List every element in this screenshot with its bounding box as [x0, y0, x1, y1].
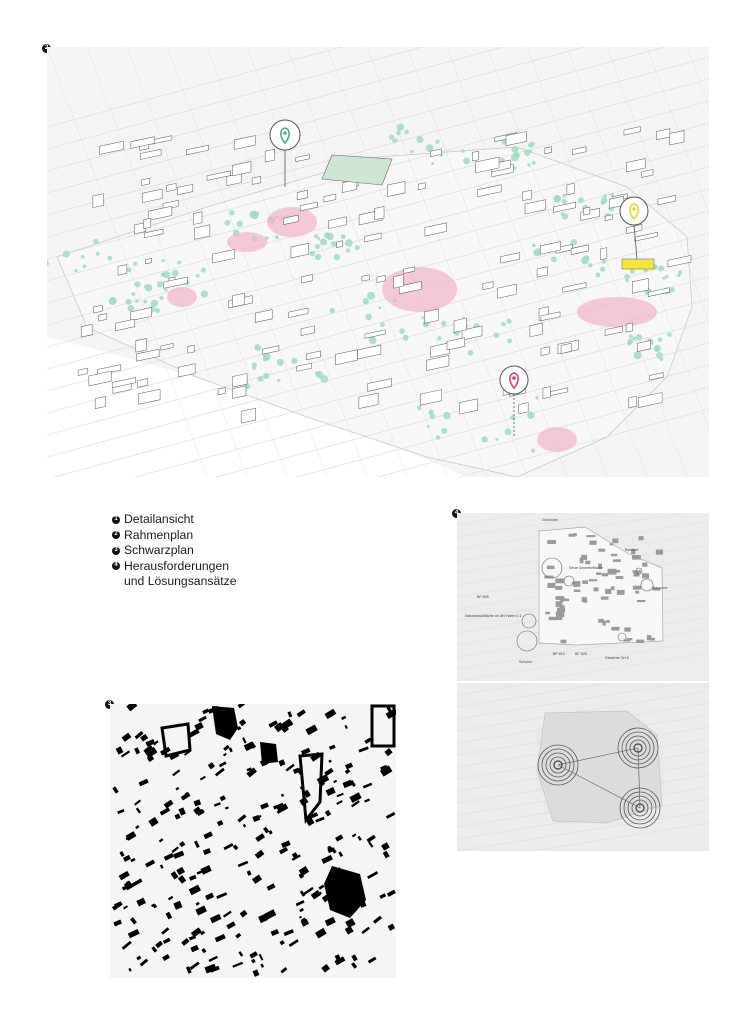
site-outline: [538, 526, 664, 646]
building-blocks: [544, 533, 664, 644]
legend-label: Rahmenplan: [124, 527, 194, 542]
figure-marker-2: 2: [42, 44, 51, 53]
schwarzplan-figure-ground: [110, 704, 396, 978]
annotation-label: BF 810: [553, 652, 565, 656]
yellow-highlight-building: [621, 258, 655, 270]
large-buildings: [212, 706, 366, 918]
legend-item: 1 Detailansicht: [112, 512, 237, 528]
concentric-focus-rings: [537, 727, 661, 829]
rahmenplan-axonometric-map: [47, 47, 709, 477]
annotation-label: Grünzone: [542, 518, 558, 522]
pink-highlight-areas: [167, 207, 657, 452]
location-pin-icon: [280, 127, 290, 145]
legend-number-badge: 3: [112, 546, 120, 555]
annotation-label: Bauzone: [653, 586, 667, 590]
figure-marker-4: 4: [452, 509, 461, 518]
green-location-pin[interactable]: [269, 119, 301, 187]
figure-legend: 1 Detailansicht 2 Rahmenplan 3 Schwarzplan 4 He…: [112, 512, 237, 590]
legend-label: Detailansicht: [124, 512, 194, 526]
legend-item: 2 Rahmenplan: [112, 528, 237, 544]
annotation-label: BF 828: [575, 652, 587, 656]
river-area: [47, 337, 467, 477]
annotation-label: Bahnhof: [625, 548, 638, 552]
magenta-location-pin[interactable]: [499, 365, 529, 437]
loesungsansaetze-map: [457, 683, 709, 851]
annotation-label: Naturschutzfläche an der Hafen 0.1: [465, 614, 522, 618]
issue-circles: [516, 557, 654, 652]
schwarzplan-illustration: [111, 704, 396, 977]
legend-label: Herausforderungen und Lösungsansätze: [124, 558, 237, 589]
location-pin-icon: [629, 203, 639, 221]
rahmenplan-illustration: [47, 47, 709, 477]
legend-number-badge: 4: [112, 562, 120, 571]
legend-label: Schwarzplan: [124, 543, 194, 558]
location-pin-icon: [509, 372, 519, 390]
annotation-label: Gewerbe Ort 8: [605, 656, 629, 660]
sports-field: [321, 154, 393, 186]
loesungsansaetze-illustration: [457, 683, 709, 851]
block-outlines: [160, 704, 396, 824]
legend-number-badge: 2: [112, 531, 120, 540]
annotation-label: Schulen: [519, 660, 532, 664]
connection-lines: [557, 747, 641, 809]
legend-item: 4 Herausforderungen und Lösungsansätze: [112, 559, 237, 590]
annotation-label: BF 808: [477, 595, 489, 599]
building-footprints: [111, 704, 396, 977]
legend-item: 3 Schwarzplan: [112, 543, 237, 559]
annotation-label: Neue Gewerbefläche: [569, 566, 603, 570]
yellow-location-pin[interactable]: [619, 196, 649, 260]
figure-marker-3: 3: [105, 700, 114, 709]
legend-number-badge: 1: [112, 515, 120, 524]
